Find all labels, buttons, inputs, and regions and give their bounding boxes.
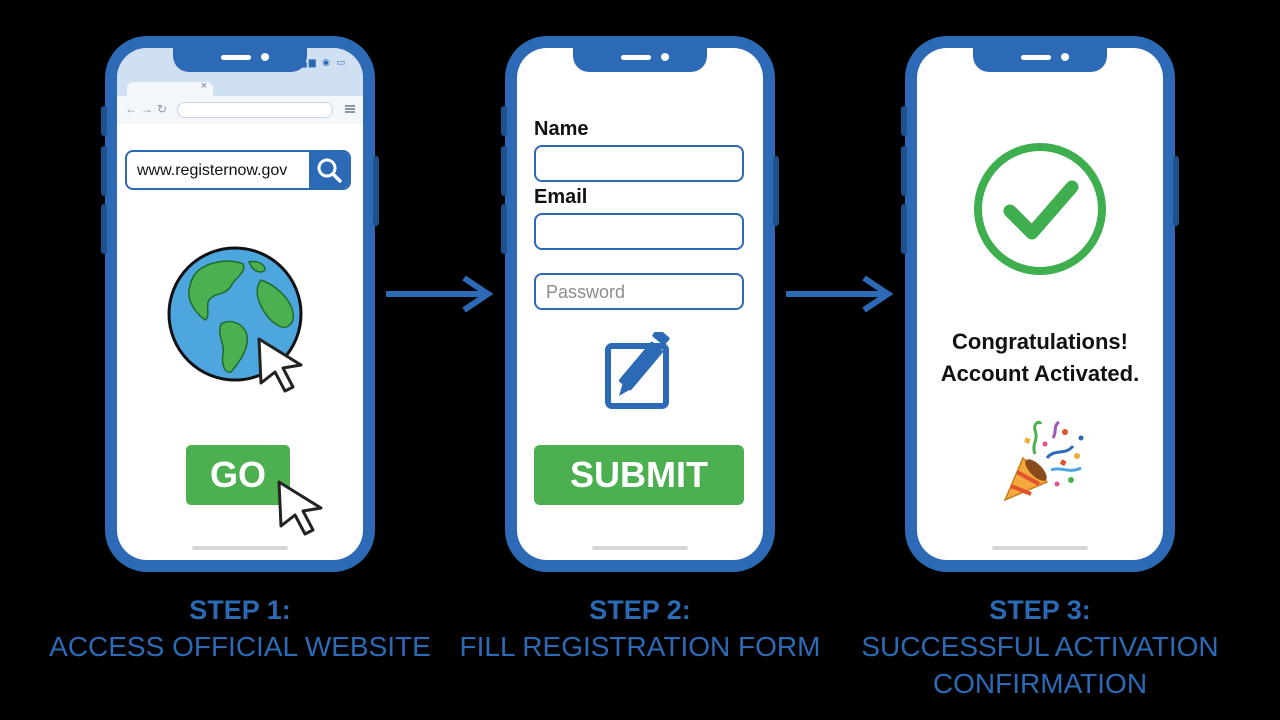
phone-side-button (501, 146, 507, 196)
browser-tab[interactable]: × (127, 80, 213, 96)
step-description: ACCESS OFFICIAL WEBSITE (49, 631, 431, 662)
cursor-icon (273, 478, 331, 541)
close-icon[interactable]: × (200, 80, 207, 92)
go-button[interactable]: GO (186, 445, 290, 505)
search-button[interactable] (309, 152, 349, 188)
phone-notch (573, 48, 707, 72)
email-field[interactable] (534, 213, 744, 250)
navigation-icons[interactable]: ←→↻ (125, 102, 172, 116)
arrow-right-icon (386, 276, 494, 312)
phone-side-button (101, 146, 107, 196)
phone-notch (173, 48, 307, 72)
step-number: STEP 3: (989, 595, 1091, 625)
step-description-line-1: SUCCESSFUL ACTIVATION (861, 631, 1219, 662)
password-placeholder: Password (546, 282, 626, 302)
password-field[interactable]: Password (534, 273, 744, 310)
caption-step-1: STEP 1: ACCESS OFFICIAL WEBSITE (30, 592, 450, 665)
phone-notch (973, 48, 1107, 72)
message-line-1: Congratulations! (952, 329, 1128, 354)
email-label: Email (534, 186, 588, 208)
submit-button[interactable]: SUBMIT (534, 445, 744, 505)
phone-side-button (773, 156, 779, 226)
arrow-right-icon (786, 276, 894, 312)
home-indicator (592, 546, 688, 550)
menu-icon[interactable] (345, 105, 355, 113)
step-number: STEP 2: (589, 595, 691, 625)
phone-step-3: Congratulations! Account Activated. (901, 36, 1179, 572)
phone-side-button (501, 106, 507, 136)
name-label: Name (534, 118, 589, 140)
phone-screen: ▂▄▆ ◉ ▭ × ←→↻ www.registernow.gov (117, 48, 363, 560)
search-icon (317, 158, 342, 183)
phone-side-button (373, 156, 379, 226)
home-indicator (992, 546, 1088, 550)
step-description-line-2: CONFIRMATION (932, 668, 1148, 699)
phone-screen: Congratulations! Account Activated. (917, 48, 1163, 560)
cursor-icon (253, 335, 311, 398)
url-search-field[interactable]: www.registernow.gov (125, 150, 351, 190)
phone-screen: Name Email Password SUBMIT (517, 48, 763, 560)
step-description: FILL REGISTRATION FORM (459, 631, 821, 662)
url-text: www.registernow.gov (137, 162, 288, 179)
phone-side-button (901, 204, 907, 254)
browser-toolbar: ←→↻ (117, 96, 363, 124)
phone-side-button (101, 204, 107, 254)
phone-side-button (101, 106, 107, 136)
activation-message: Congratulations! Account Activated. (917, 326, 1163, 390)
name-field[interactable] (534, 145, 744, 182)
phone-side-button (1173, 156, 1179, 226)
message-line-2: Account Activated. (940, 361, 1140, 386)
check-circle-icon (972, 141, 1108, 282)
caption-step-2: STEP 2: FILL REGISTRATION FORM (430, 592, 850, 665)
status-icons: ▂▄▆ ◉ ▭ (291, 57, 347, 67)
caption-step-3: STEP 3: SUCCESSFUL ACTIVATION CONFIRMATI… (830, 592, 1250, 702)
edit-icon (603, 328, 683, 419)
address-bar[interactable] (177, 102, 333, 118)
phone-side-button (501, 204, 507, 254)
home-indicator (192, 546, 288, 550)
phone-side-button (901, 106, 907, 136)
phone-step-1: ▂▄▆ ◉ ▭ × ←→↻ www.registernow.gov (101, 36, 379, 572)
party-popper-icon (995, 414, 1091, 515)
step-number: STEP 1: (189, 595, 291, 625)
phone-step-2: Name Email Password SUBMIT (501, 36, 779, 572)
phone-side-button (901, 146, 907, 196)
